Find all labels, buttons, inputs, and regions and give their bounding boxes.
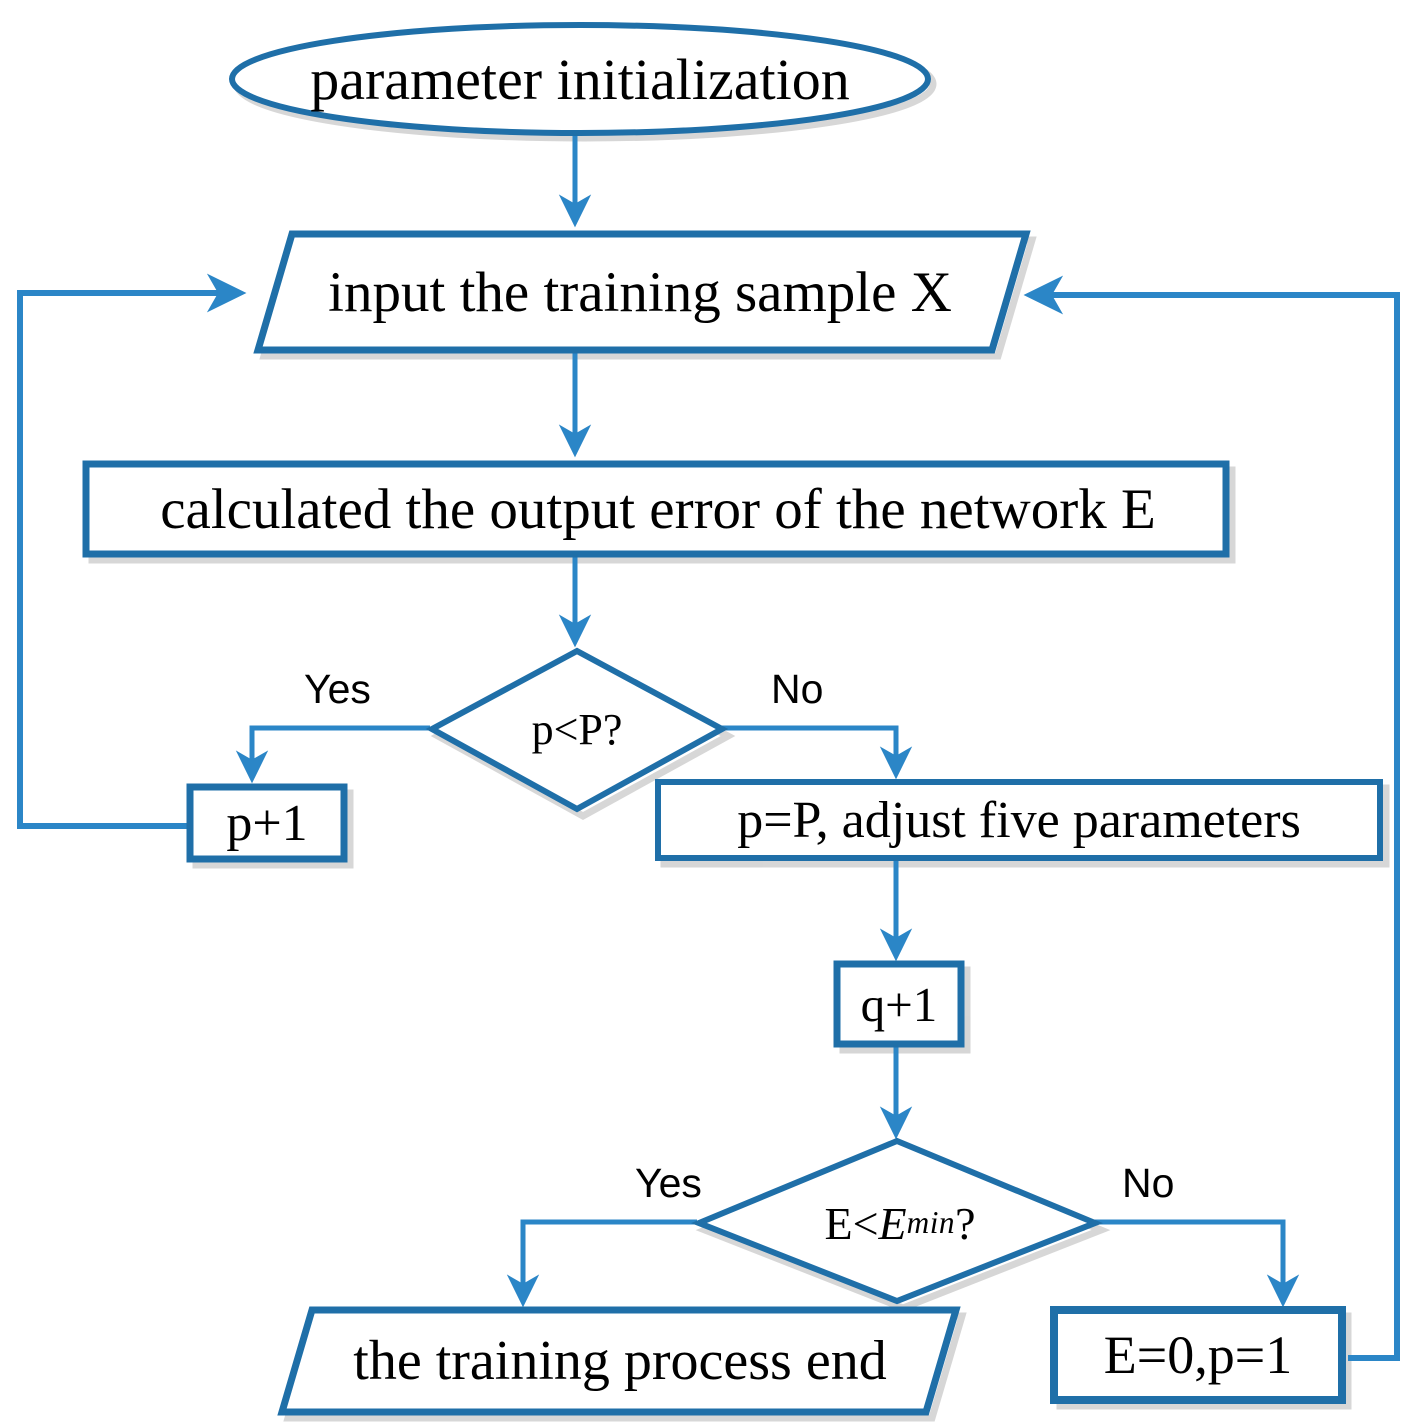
node-calc-error-shape xyxy=(82,460,1230,558)
node-reset-shape xyxy=(1050,1306,1346,1404)
edge-decision-p-no xyxy=(720,725,913,780)
node-decision-e-shape xyxy=(690,1137,1104,1305)
edge-feedback-p-plus-1 xyxy=(17,273,247,829)
edge-decision-e-yes xyxy=(506,1219,697,1308)
node-adjust-params-shape xyxy=(655,779,1383,861)
node-decision-p-shape xyxy=(425,647,729,813)
edge-label-p-yes: Yes xyxy=(304,666,371,712)
edge-decision-e-no xyxy=(1093,1219,1300,1308)
edge-label-e-yes: Yes xyxy=(635,1160,702,1206)
edge-label-e-no: No xyxy=(1122,1160,1175,1206)
node-p-plus-1-shape xyxy=(186,783,348,863)
node-input-sample-shape xyxy=(253,230,1031,354)
edge-decision-p-yes xyxy=(235,725,430,784)
node-q-plus-1-shape xyxy=(833,960,965,1048)
edge-label-p-no: No xyxy=(771,666,824,712)
node-start-shape xyxy=(229,22,931,136)
edge-feedback-reset xyxy=(1023,275,1400,1361)
node-training-end-shape xyxy=(277,1306,961,1416)
